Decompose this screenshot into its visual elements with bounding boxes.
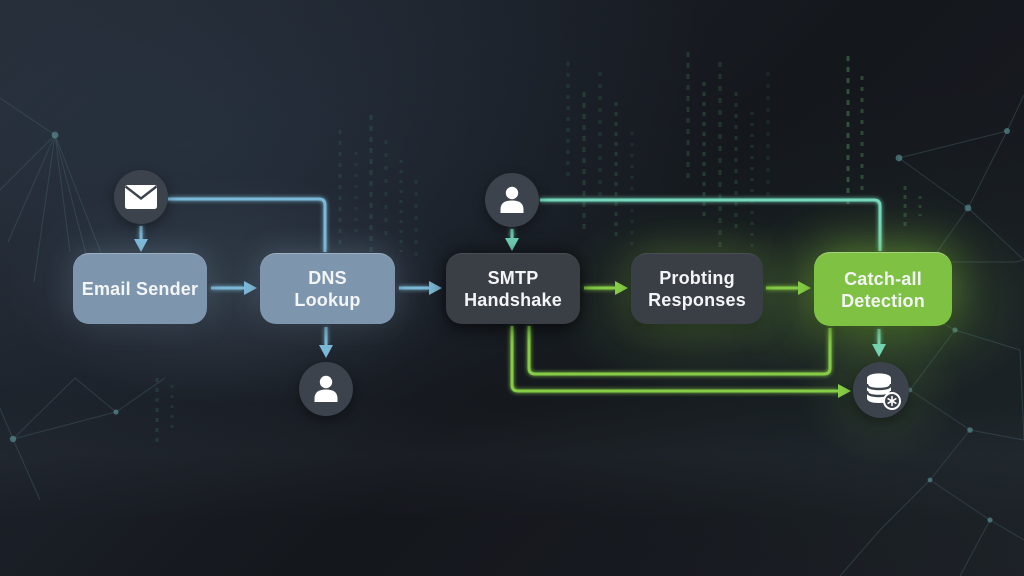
node-label-line2: Detection [841, 290, 925, 311]
node-email-sender: Email Sender [73, 253, 207, 324]
node-probing-responses: Probting Responses [631, 253, 763, 324]
node-label-line1: Catch-all [844, 268, 922, 289]
node-label-line1: SMTP [487, 268, 539, 288]
node-label-line2: Lookup [294, 290, 361, 310]
sender-icon-circle [114, 170, 168, 224]
asterisk-badge-icon [887, 395, 897, 407]
node-label-line2: Responses [648, 290, 746, 310]
node-catchall-detection: Catch-all Detection [814, 252, 952, 326]
database-icon-circle [853, 362, 909, 418]
envelope-icon [124, 185, 158, 209]
probe-icon-circle [485, 173, 539, 227]
node-smtp-handshake: SMTP Handshake [446, 253, 580, 324]
mx-icon-circle [299, 362, 353, 416]
teal-edges [510, 198, 882, 344]
person-icon [500, 186, 524, 213]
node-label-line1: Probting [659, 268, 735, 288]
node-dns-lookup: DNS Lookup [260, 253, 395, 324]
node-label-line1: DNS [308, 268, 347, 288]
blue-edges [139, 197, 429, 345]
database-icon [865, 373, 901, 410]
node-label-line2: Handshake [464, 290, 562, 310]
green-edges [510, 286, 838, 393]
person-icon [314, 375, 338, 402]
node-label: Email Sender [81, 279, 199, 299]
